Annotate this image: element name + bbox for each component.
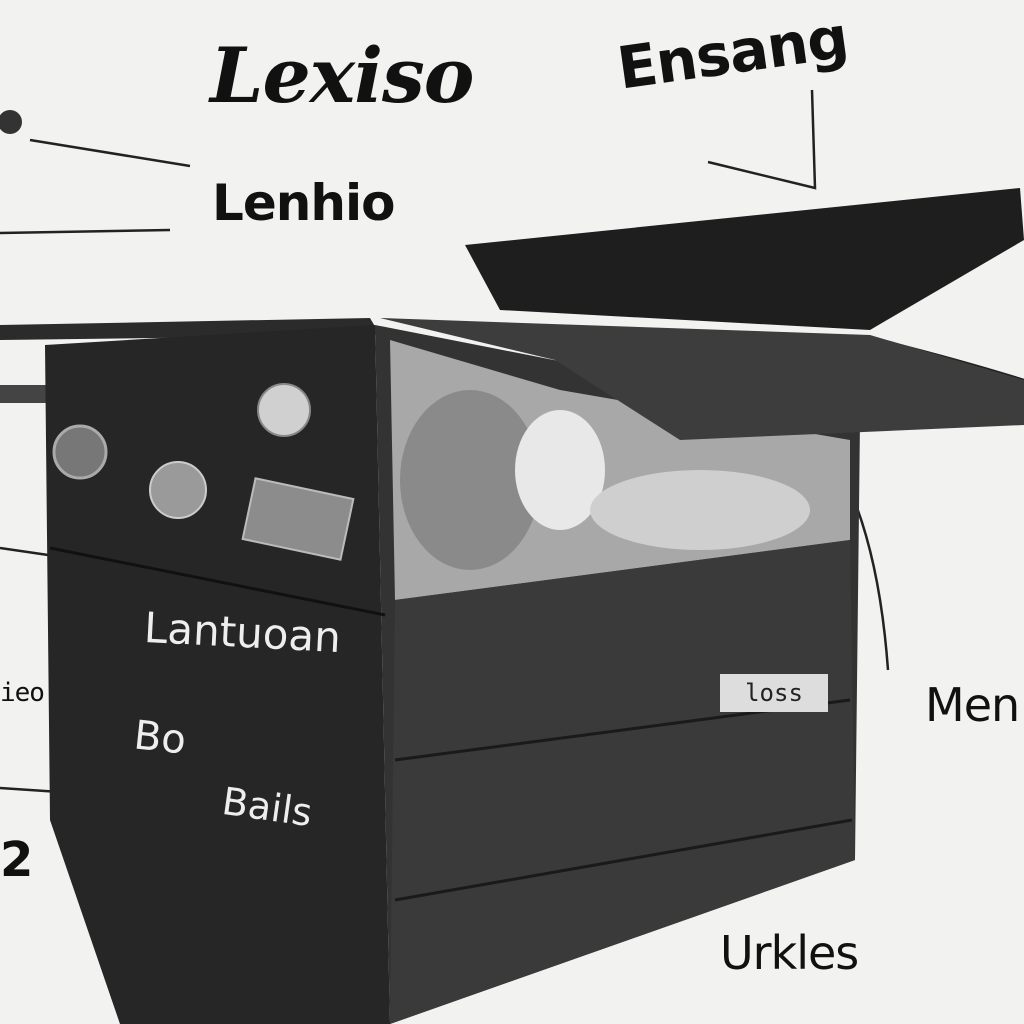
box-front-text-3: Bails [219,778,315,836]
sticker-rect [241,477,355,561]
sticker-round-1 [52,424,108,480]
label-title: Lexiso [210,31,474,120]
leader-line-upper-right [707,89,817,190]
leader-line-left-mid [0,228,171,235]
label-bottom: Urkles [720,926,859,980]
leader-line-left-low [0,546,56,558]
leader-line-top-left [29,138,191,168]
label-right: Men [925,678,1020,732]
box-back-flap [465,188,1024,330]
box-side-tag: loss [720,674,828,712]
box-left-strip [0,385,50,403]
contents-item-3 [590,470,810,550]
box-right-lower [390,540,855,1024]
plank-line-2 [394,818,853,902]
box-front-text-2: Bo [131,712,189,764]
box-right-lid [380,318,1024,440]
marker-dot [0,110,22,134]
label-subtitle: Lenhio [212,174,395,232]
box-left-face [45,325,390,1024]
sticker-round-2 [149,461,207,519]
sticker-round-3 [257,383,311,437]
left-face-seam [49,546,386,617]
box-front-text-1: Lantuoan [142,602,343,663]
label-left: 2 [0,832,33,888]
contents-item-1 [400,390,540,570]
label-left-small: ieo [0,678,45,708]
contents-item-2 [515,410,605,530]
